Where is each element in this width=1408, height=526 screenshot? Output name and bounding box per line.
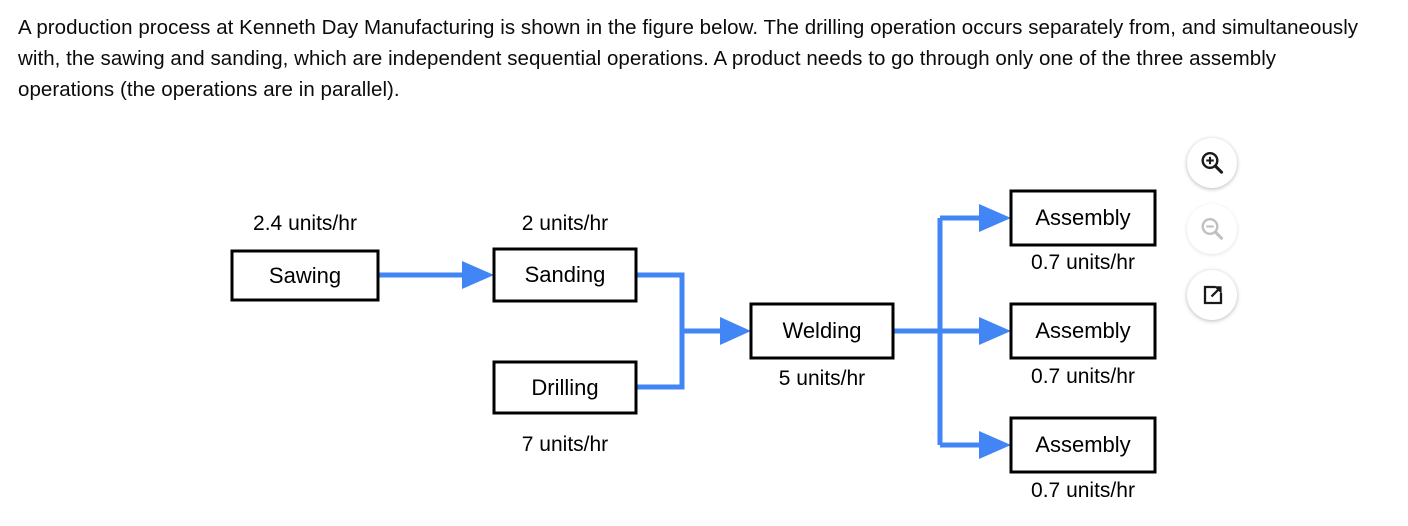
zoom-in-button[interactable] <box>1187 138 1237 188</box>
sanding-box <box>492 247 638 303</box>
open-in-new-window-icon <box>1198 281 1226 309</box>
assembly-top-rate-label: 0.7 units/hr <box>1031 251 1135 274</box>
assembly-middle-box <box>1009 302 1157 360</box>
connector-branch-to-assembly-top <box>940 204 1011 232</box>
sanding-rate-label: 2 units/hr <box>522 212 608 235</box>
question-text: A production process at Kenneth Day Manu… <box>18 16 1359 101</box>
node-welding: Welding 5 units/hr <box>749 302 895 390</box>
assembly-top-box <box>1009 189 1157 247</box>
sawing-box <box>230 249 380 302</box>
connector-branch-to-assembly-bottom <box>940 431 1011 459</box>
node-assembly-top: Assembly 0.7 units/hr <box>1009 189 1157 274</box>
assembly-bottom-label: Assembly <box>1035 432 1130 457</box>
welding-label: Welding <box>782 318 861 343</box>
welding-box <box>749 302 895 360</box>
node-drilling: Drilling 7 units/hr <box>492 360 638 456</box>
zoom-in-icon <box>1197 148 1227 178</box>
assembly-middle-label: Assembly <box>1035 318 1130 343</box>
connector-sanding-to-welding <box>637 272 685 331</box>
node-sanding: 2 units/hr Sanding <box>492 212 638 303</box>
assembly-top-label: Assembly <box>1035 205 1130 230</box>
sawing-rate-label: 2.4 units/hr <box>253 212 357 235</box>
node-sawing: 2.4 units/hr Sawing <box>230 212 380 302</box>
connector-merge-to-welding <box>682 317 751 345</box>
connector-drilling-to-welding <box>637 331 685 390</box>
drilling-box <box>492 360 638 415</box>
drilling-rate-label: 7 units/hr <box>522 433 608 456</box>
sawing-label: Sawing <box>269 263 341 288</box>
node-assembly-middle: Assembly 0.7 units/hr <box>1009 302 1157 388</box>
connector-sawing-to-sanding <box>379 261 494 289</box>
open-in-new-window-button[interactable] <box>1187 270 1237 320</box>
zoom-out-button[interactable] <box>1187 204 1237 254</box>
connector-welding-to-branch <box>894 218 1011 445</box>
figure-toolbar <box>1187 138 1239 336</box>
node-assembly-bottom: Assembly 0.7 units/hr <box>1009 416 1157 502</box>
assembly-bottom-box <box>1009 416 1157 474</box>
zoom-out-icon <box>1197 214 1227 244</box>
sanding-label: Sanding <box>525 262 606 287</box>
assembly-bottom-rate-label: 0.7 units/hr <box>1031 479 1135 502</box>
drilling-label: Drilling <box>531 375 598 400</box>
welding-rate-label: 5 units/hr <box>779 367 865 390</box>
assembly-middle-rate-label: 0.7 units/hr <box>1031 365 1135 388</box>
